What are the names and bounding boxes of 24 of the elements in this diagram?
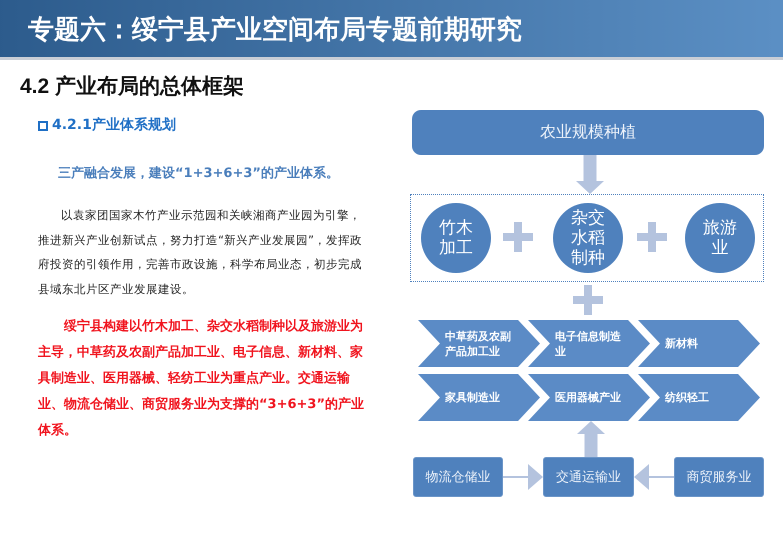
chevron-shape: 纺织轻工 (638, 374, 760, 421)
arrow (503, 464, 543, 490)
body-paragraph: 以袁家团国家木竹产业示范园和关峡湘商产业园为引擎，推进新兴产业创新试点，努力打造“新兴产业发展园”，发挥政府投资的引领作用，完善市政设施，科学布局业态，初步完成县域东北片区产业发展建设。 (38, 207, 364, 298)
summary-text: 三产融合发展，建设“1+3+6+3”的产业体系。 (58, 164, 339, 182)
block-arrow (577, 421, 605, 457)
highlight-paragraph: 绥宁县构建以竹木加工、杂交水稻制种以及旅游业为主导，中草药及农副产品加工业、电子信息、新材料、家具制造业、医用器械、轻纺工业为重点产业。交通运输业、物流仓储业、商贸服务业为支撑的“3+6+3”的产业体系。 (38, 318, 366, 440)
process-box: 物流仓储业 (413, 457, 503, 497)
industry-circle: 旅游业 (685, 203, 755, 273)
subsection-heading: 4.2.1产业体系规划 (52, 116, 176, 134)
chevron-shape: 医用器械产业 (528, 374, 650, 421)
industry-circle: 竹木加工 (421, 203, 491, 273)
industry-circle: 杂交水稻制种 (553, 203, 623, 273)
page-title: 专题六：绥宁县产业空间布局专题前期研究 (28, 14, 522, 47)
process-box: 交通运输业 (543, 457, 634, 497)
chevron-shape: 新材料 (638, 320, 760, 367)
process-box: 农业规模种植 (412, 110, 764, 155)
section-heading: 4.2 产业布局的总体框架 (20, 74, 244, 100)
chevron-shape: 家具制造业 (418, 374, 540, 421)
chevron-shape: 中草药及农副产品加工业 (418, 320, 540, 367)
chevron-shape: 电子信息制造业 (528, 320, 650, 367)
arrow (634, 464, 674, 490)
block-arrow (576, 155, 604, 194)
group-frame (410, 194, 764, 282)
process-box: 商贸服务业 (674, 457, 764, 497)
